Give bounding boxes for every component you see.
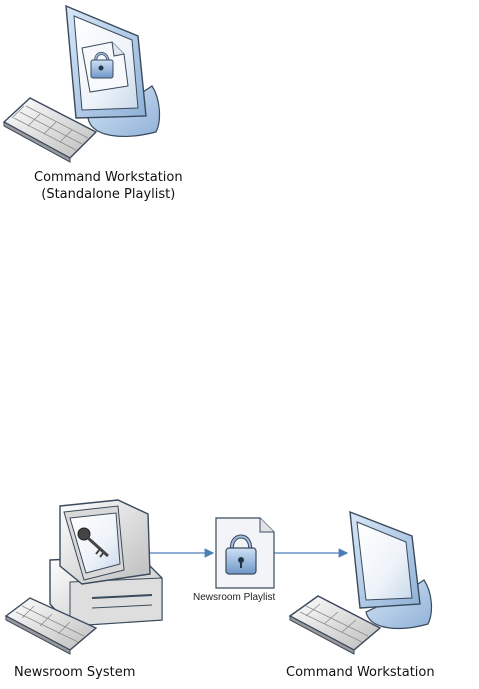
bottom-workstation-icon (349, 510, 433, 630)
top-workstation-label-line1: Command Workstation (34, 170, 183, 185)
top-workstation-icon (65, 4, 161, 137)
newsroom-playlist-label: Newsroom Playlist (193, 592, 276, 603)
newsroom-keyboard-icon (4, 597, 98, 655)
key-icon (77, 527, 110, 558)
top-workstation-label-line2: (Standalone Playlist) (41, 187, 176, 202)
newsroom-playlist-icon (215, 517, 275, 589)
lock-document-icon (81, 41, 129, 93)
top-workstation-label: Command Workstation (Standalone Playlist… (34, 169, 183, 203)
top-keyboard-icon (2, 97, 98, 163)
newsroom-system-label: Newsroom System (14, 665, 136, 680)
bottom-keyboard-icon (288, 595, 382, 655)
bottom-workstation-label: Command Workstation (286, 665, 435, 680)
newsroom-system-icon (49, 499, 163, 627)
